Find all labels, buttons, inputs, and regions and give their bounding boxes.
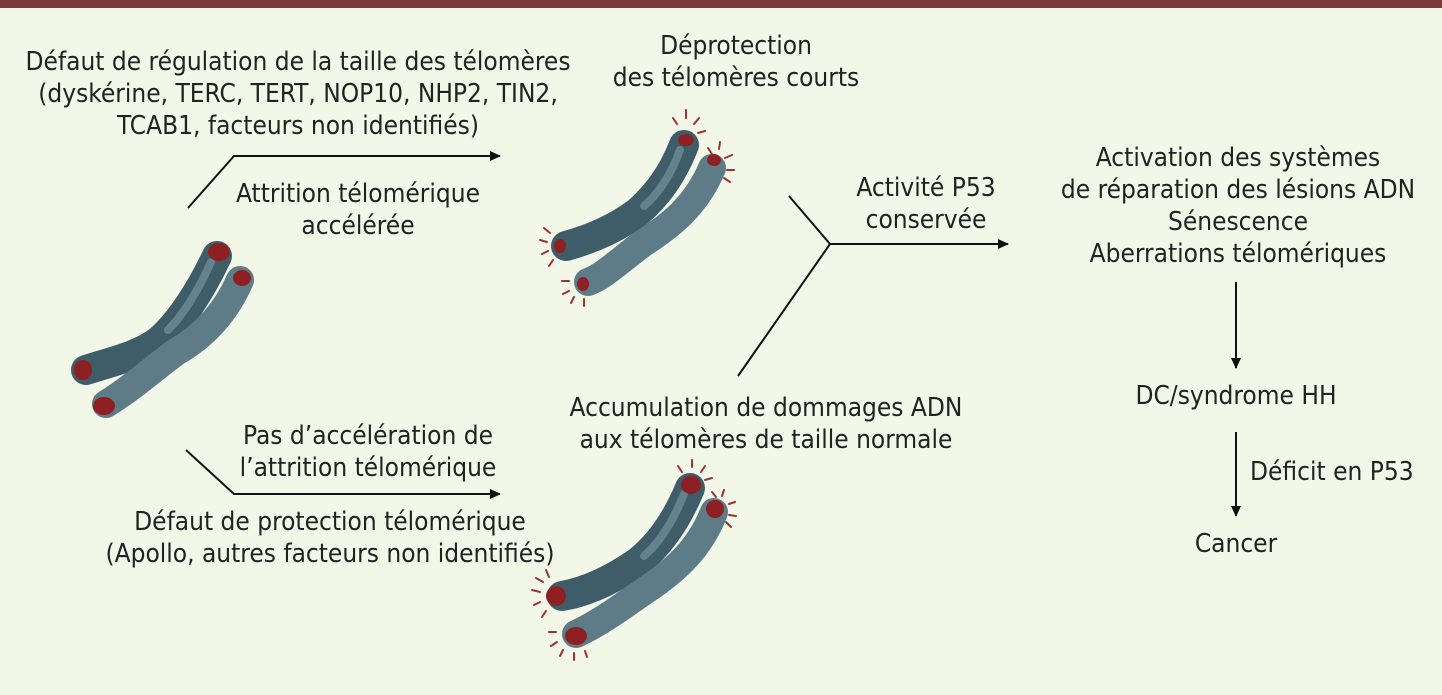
label-p53-conserved: Activité P53 conservée — [856, 173, 996, 235]
upper-branch-arrow — [187, 151, 501, 209]
label-dc-hh-syndrome: DC/syndrome HH — [1135, 381, 1337, 411]
chromosome-damaged-telomeres — [531, 459, 737, 661]
label-accelerated-attrition: Attrition télomérique accélérée — [236, 179, 480, 241]
label-no-attrition-acceleration: Pas d’accélération de l’attrition télomé… — [239, 421, 497, 483]
label-p53-deficit: Déficit en P53 — [1250, 457, 1414, 487]
label-cellular-outcomes: Activation des systèmes de réparation de… — [1060, 143, 1416, 269]
top-border-bar — [0, 0, 1442, 8]
label-telomere-protection-defect: Défaut de protection télomérique (Apollo… — [105, 507, 555, 569]
label-dna-damage-accumulation: Accumulation de dommages ADN aux télomèr… — [569, 393, 963, 455]
merge-lower-line — [737, 243, 831, 377]
chromosome-short-telomeres — [539, 109, 735, 307]
lower-branch-arrow — [185, 449, 501, 499]
label-short-telomere-deprotection: Déprotection des télomères courts — [612, 31, 860, 93]
merge-upper-line — [788, 195, 831, 245]
label-cancer: Cancer — [1194, 529, 1278, 559]
chromosome-normal — [71, 241, 254, 418]
label-telomere-length-regulation-defect: Défaut de régulation de la taille des té… — [25, 47, 571, 141]
